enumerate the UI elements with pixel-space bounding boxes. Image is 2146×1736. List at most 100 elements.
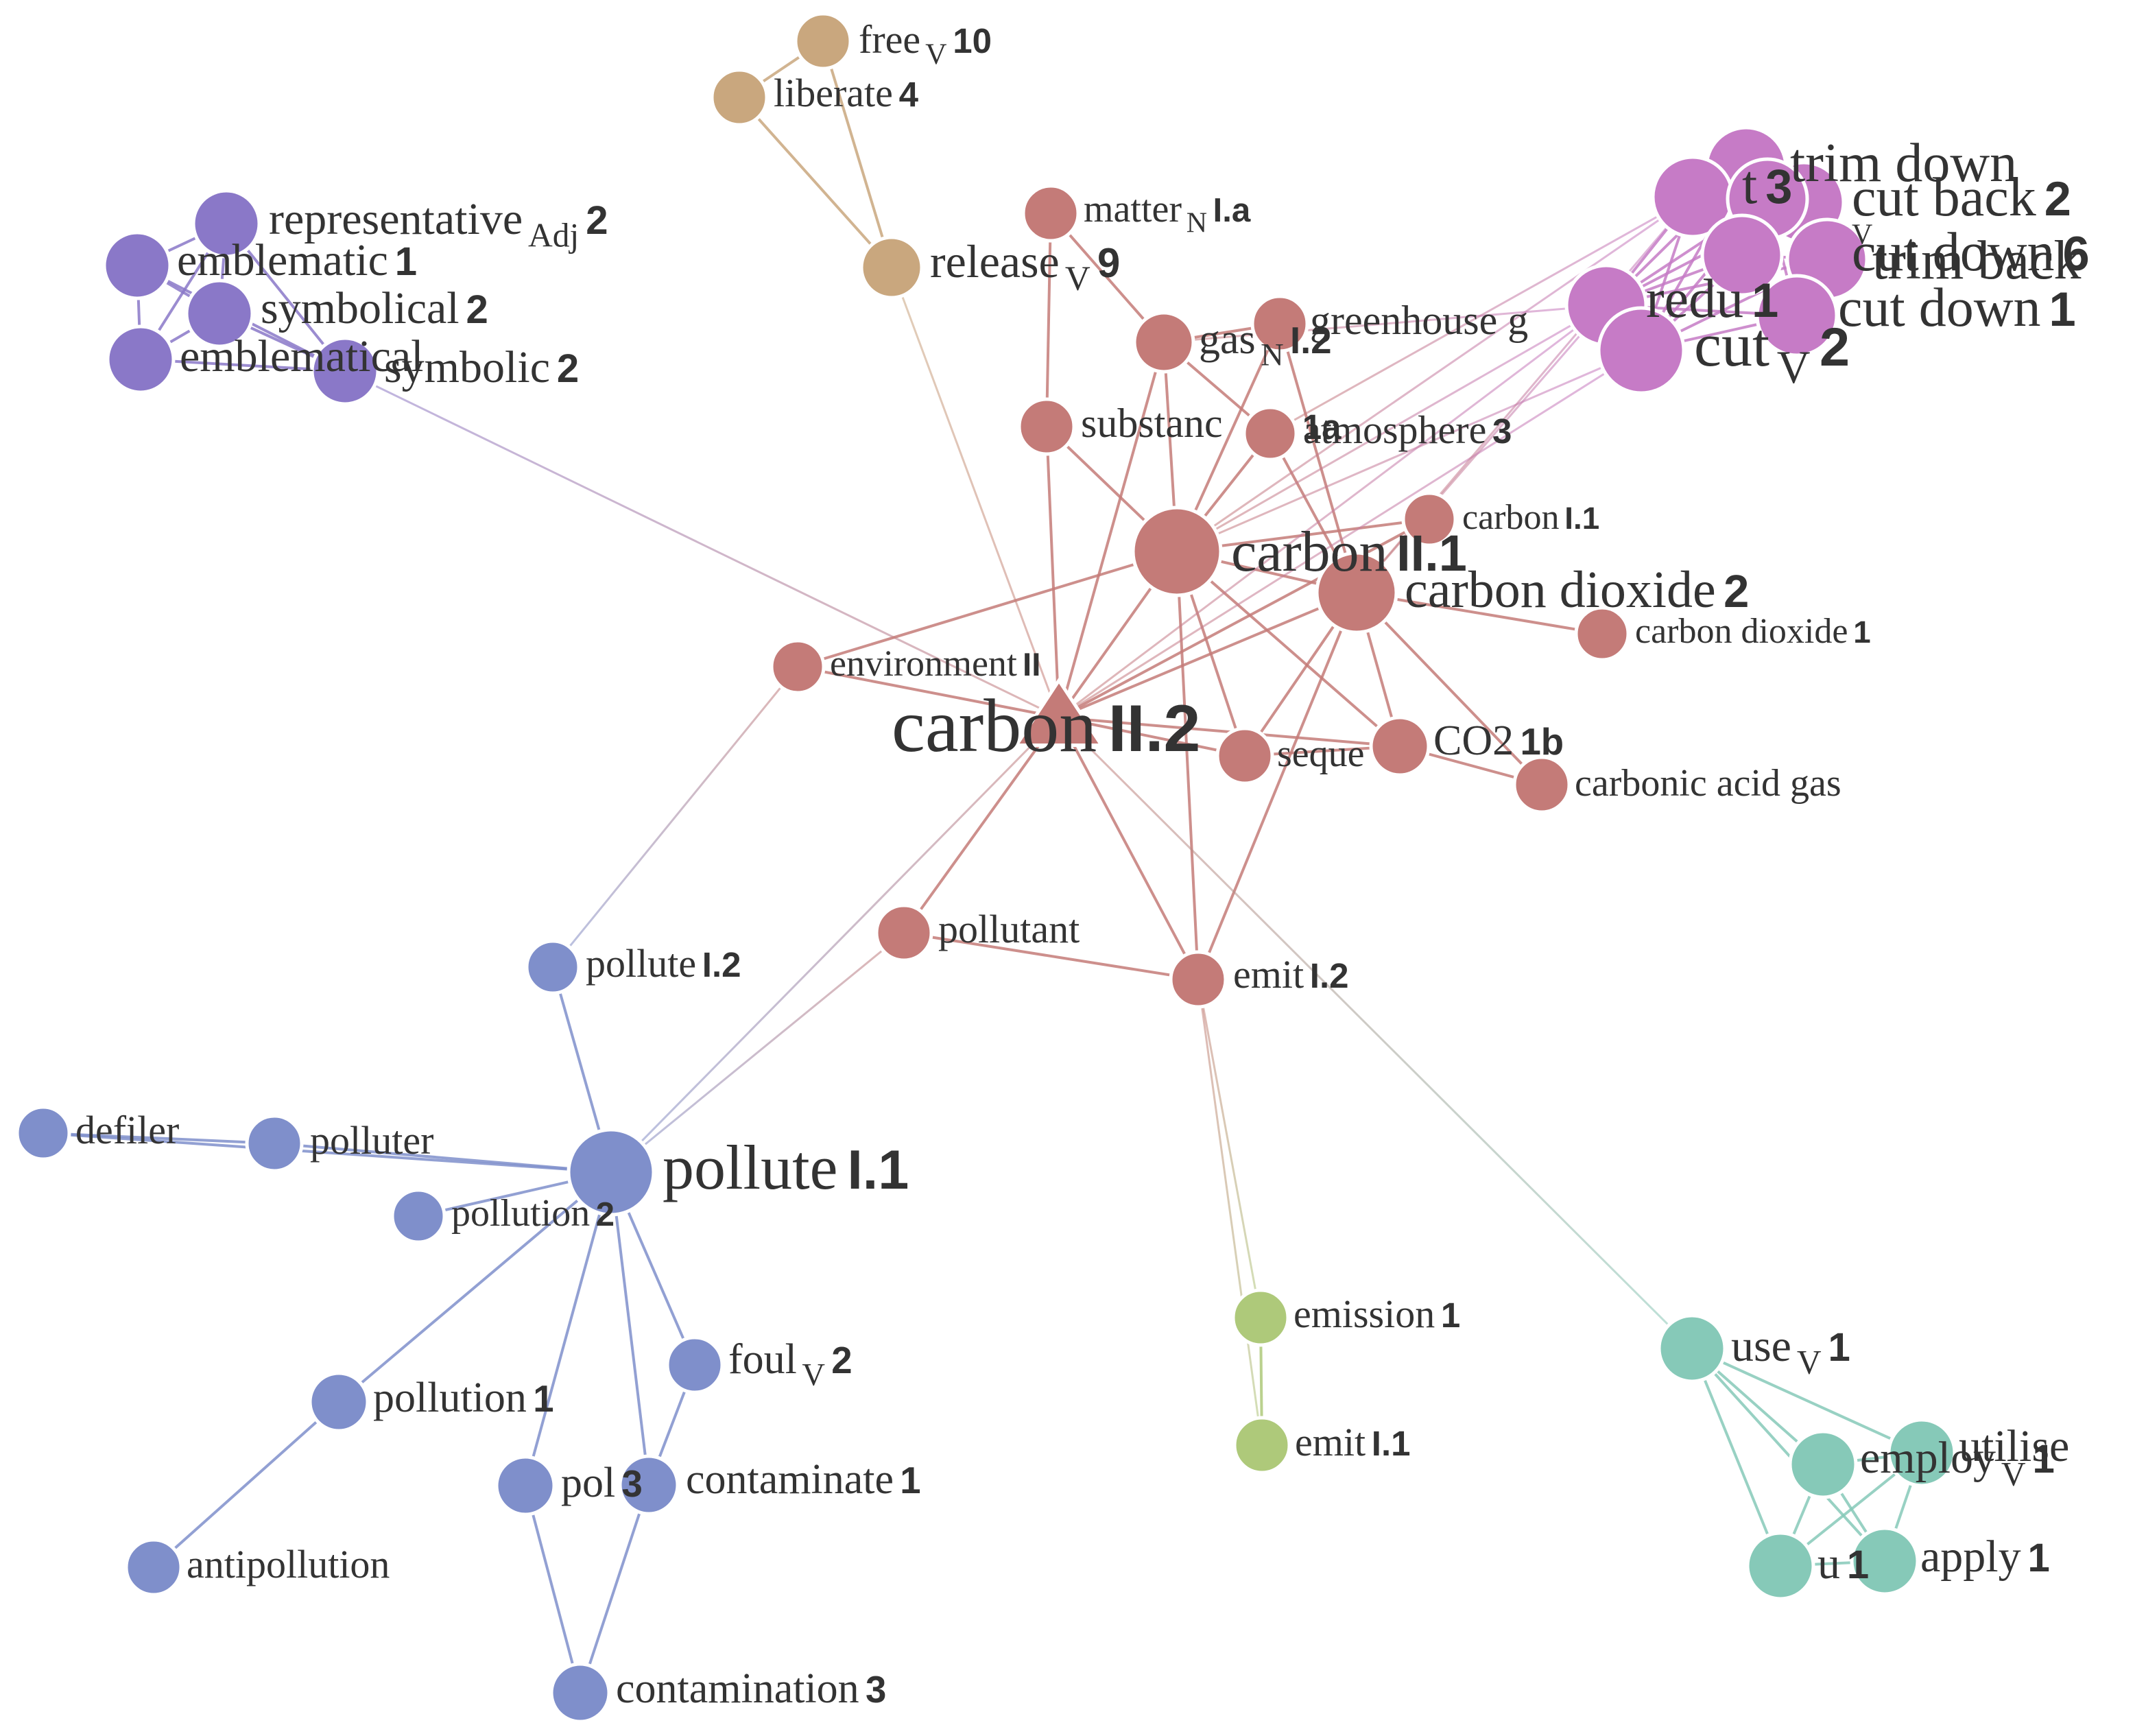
label-word: symbolical (261, 283, 460, 333)
node-pollution3[interactable] (494, 1455, 556, 1517)
node-apply[interactable] (1850, 1526, 1920, 1596)
node-carbonic[interactable] (1512, 755, 1571, 814)
node-carbon-I1[interactable] (1401, 491, 1457, 547)
node-defiler[interactable] (15, 1105, 71, 1161)
node-greenhouse[interactable] (1250, 294, 1309, 353)
node-carbon-II2[interactable] (1013, 677, 1105, 747)
node-label-atmosphere1a: 1a (1302, 407, 1342, 447)
label-sense: II (1023, 647, 1040, 683)
node-trim-back[interactable] (1700, 213, 1784, 297)
label-sense: 2 (1724, 566, 1749, 617)
node-contaminate[interactable] (618, 1454, 680, 1516)
node-use[interactable] (1657, 1313, 1727, 1383)
label-word: employ (1860, 1433, 1996, 1483)
node-representative[interactable] (191, 189, 261, 259)
label-sense: 2 (1820, 316, 1850, 377)
label-sense: 1 (1853, 615, 1870, 650)
node-utilize[interactable] (1745, 1531, 1815, 1601)
label-word: defiler (75, 1108, 179, 1152)
label-sense: 3 (622, 1463, 643, 1505)
label-word: pollution (373, 1375, 527, 1421)
node-polluter[interactable] (245, 1114, 304, 1173)
node-carbon-II1[interactable] (1131, 506, 1223, 597)
edge-free-release (822, 40, 893, 268)
label-sense: 1 (1441, 1296, 1460, 1335)
node-emit-I1[interactable] (1232, 1416, 1291, 1475)
node-co2[interactable] (1369, 715, 1431, 777)
label-word: carbon dioxide (1405, 561, 1716, 619)
node-pollute-I2[interactable] (525, 939, 581, 995)
node-pollution2[interactable] (390, 1188, 446, 1244)
node-carbon-dioxide-2[interactable] (1315, 551, 1398, 634)
node-atmosphere1a[interactable] (1242, 405, 1298, 462)
label-word: redu (1646, 269, 1743, 329)
node-label-trim-down: trim down (1790, 133, 2017, 193)
node-emit-I2[interactable] (1169, 950, 1228, 1009)
node-gas[interactable] (1132, 311, 1195, 374)
node-symbolical[interactable] (184, 278, 254, 348)
label-sense: I.1 (1564, 501, 1599, 536)
node-pollute-I1[interactable] (567, 1128, 656, 1217)
edges-layer (43, 40, 1923, 1693)
label-word: representative (269, 194, 523, 244)
node-matter[interactable] (1021, 184, 1080, 243)
edge-pink_t-carbon_II1 (1176, 195, 1693, 553)
node-environment[interactable] (770, 639, 826, 695)
label-sense: 3 (866, 1669, 886, 1711)
label-word: atmosphere (1303, 407, 1486, 452)
node-pollutant[interactable] (874, 903, 933, 962)
node-symbolic[interactable] (310, 336, 380, 406)
node-free[interactable] (794, 12, 853, 71)
node-emission[interactable] (1231, 1288, 1290, 1347)
label-sense: 4 (899, 75, 919, 114)
node-foul[interactable] (665, 1335, 724, 1394)
node-liberate[interactable] (710, 68, 769, 127)
label-word: greenhouse g (1310, 298, 1528, 343)
edge-reduce-gas (1163, 304, 1607, 344)
node-cut-down1[interactable] (1755, 274, 1839, 357)
node-antipollution[interactable] (124, 1538, 183, 1597)
label-word: antipollution (187, 1542, 390, 1586)
node-sequester[interactable] (1215, 726, 1274, 785)
node-release[interactable] (859, 235, 924, 300)
label-sense: 1 (533, 1378, 553, 1420)
label-word: polluter (310, 1118, 433, 1163)
node-pollution1[interactable] (308, 1371, 370, 1433)
label-word: contaminate (686, 1456, 894, 1503)
label-sense: 1 (1828, 1325, 1850, 1370)
edge-carbon_I1-carbon_II2 (1058, 518, 1430, 719)
nodes-layer (15, 12, 1957, 1724)
node-substance[interactable] (1017, 397, 1076, 456)
node-contamination[interactable] (549, 1662, 611, 1724)
node-label-antipollution: antipollution (187, 1542, 390, 1586)
label-word: carbonic acid gas (1575, 762, 1841, 805)
edge-release-carbon_II2 (890, 267, 1060, 718)
node-employ[interactable] (1788, 1429, 1858, 1499)
edge-contaminate-contamination (579, 1484, 650, 1693)
node-label-substance: substanc (1081, 401, 1223, 446)
node-utilise[interactable] (1887, 1418, 1957, 1488)
label-word: cut down (1852, 222, 2055, 283)
node-cut[interactable] (1597, 306, 1686, 395)
node-emblematic[interactable] (102, 230, 172, 300)
label-sense: 1 (2028, 1536, 2050, 1580)
node-emblematical[interactable] (106, 324, 176, 394)
edge-pollute_I1-pollution3 (524, 1172, 612, 1486)
node-label-polluter: polluter (310, 1118, 433, 1163)
label-word: seque (1277, 733, 1365, 775)
node-carbon-dioxide-1[interactable] (1574, 606, 1630, 662)
